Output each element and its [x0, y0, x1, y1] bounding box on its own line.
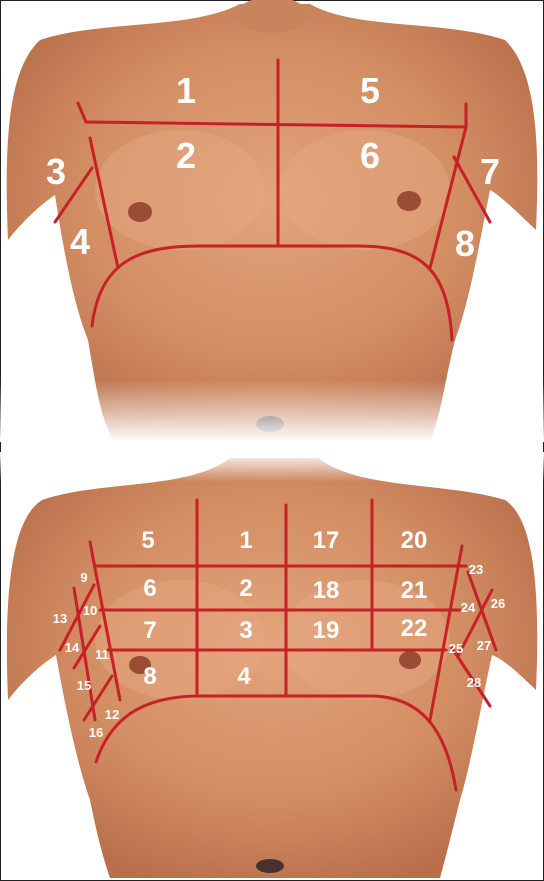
- top-label-5: 5: [360, 70, 380, 111]
- bottom-label-16: 16: [89, 725, 103, 740]
- bottom-label-5: 5: [141, 527, 154, 554]
- top-label-1: 1: [176, 70, 196, 111]
- top-fade: [0, 380, 544, 442]
- top-label-4: 4: [70, 221, 90, 262]
- bottom-label-24: 24: [461, 600, 476, 615]
- bottom-label-20: 20: [401, 527, 428, 554]
- top-label-7: 7: [480, 151, 500, 192]
- bottom-label-15: 15: [77, 678, 91, 693]
- bottom-label-13: 13: [53, 611, 67, 626]
- bottom-label-6: 6: [143, 575, 156, 602]
- bottom-navel: [256, 859, 284, 873]
- bottom-label-12: 12: [105, 707, 119, 722]
- bottom-label-11: 11: [95, 647, 109, 662]
- bottom-label-10: 10: [83, 603, 97, 618]
- bottom-label-22: 22: [401, 615, 428, 642]
- bottom-label-4: 4: [237, 663, 251, 690]
- top-label-8: 8: [455, 223, 475, 264]
- top-label-3: 3: [46, 151, 66, 192]
- top-label-2: 2: [176, 135, 196, 176]
- bottom-label-25: 25: [449, 641, 463, 656]
- bottom-label-14: 14: [65, 640, 80, 655]
- bottom-label-1: 1: [239, 527, 252, 554]
- bottom-label-17: 17: [313, 527, 340, 554]
- right-nipple: [397, 191, 421, 211]
- bottom-top-fade: [0, 452, 544, 482]
- bottom-label-9: 9: [80, 570, 87, 585]
- bottom-label-27: 27: [477, 638, 491, 653]
- left-nipple: [128, 202, 152, 222]
- bottom-label-28: 28: [467, 675, 481, 690]
- top-label-6: 6: [360, 135, 380, 176]
- bottom-label-8: 8: [143, 663, 156, 690]
- bottom-label-19: 19: [313, 617, 340, 644]
- bottom-label-23: 23: [469, 562, 483, 577]
- bottom-label-18: 18: [313, 577, 340, 604]
- bottom-label-2: 2: [239, 575, 252, 602]
- bottom-label-26: 26: [491, 596, 505, 611]
- bottom-right-nipple: [399, 651, 421, 669]
- bottom-label-7: 7: [143, 617, 156, 644]
- bottom-label-21: 21: [401, 577, 428, 604]
- bottom-label-3: 3: [239, 617, 252, 644]
